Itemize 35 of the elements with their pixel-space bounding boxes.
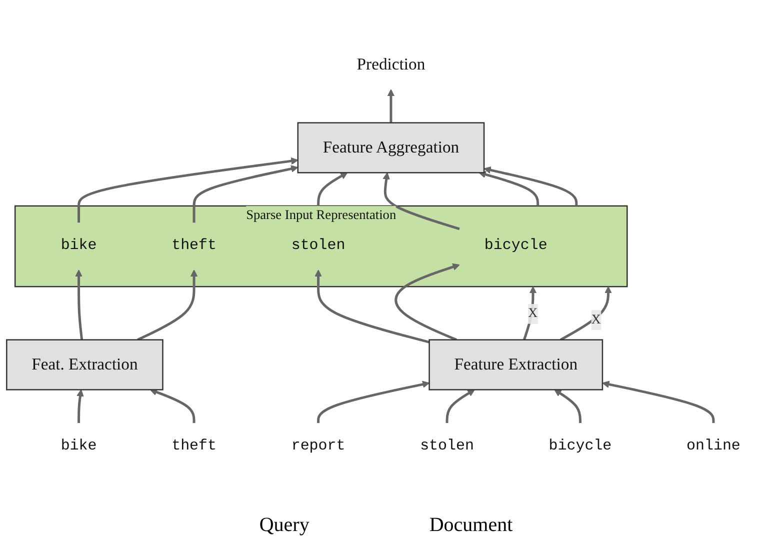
arrow <box>602 380 715 423</box>
arrow <box>478 170 540 206</box>
node-box: Feat. Extraction <box>6 339 164 390</box>
node-text: bicycle <box>548 438 612 455</box>
arrow <box>76 389 84 423</box>
arrow <box>554 389 582 423</box>
arrow <box>446 389 475 423</box>
node-box: Feature Aggregation <box>297 122 485 174</box>
node-box: Feature Extraction <box>428 339 604 390</box>
arrow <box>484 166 578 206</box>
caption-label: Document <box>429 514 513 537</box>
node-text: theft <box>172 438 216 455</box>
arrow <box>382 172 460 230</box>
arrow <box>137 270 198 341</box>
node-text: stolen <box>420 438 474 455</box>
arrow <box>75 270 84 340</box>
arrow <box>314 270 430 344</box>
node-text: Prediction <box>356 55 426 74</box>
node-text: theft <box>172 238 216 254</box>
node-text: report <box>291 438 346 455</box>
arrow <box>150 388 196 423</box>
arrow <box>78 157 298 223</box>
node-text: online <box>686 438 740 455</box>
node-text: bike <box>60 238 97 254</box>
node-text: stolen <box>291 238 346 254</box>
arrow <box>317 380 430 423</box>
node-text: bicycle <box>484 238 548 254</box>
caption-label: Query <box>259 514 310 537</box>
edge-label: X <box>528 306 538 321</box>
node-text: bike <box>60 438 97 455</box>
arrow <box>192 165 298 223</box>
arrow <box>560 286 612 341</box>
arrow <box>394 263 460 341</box>
edge-label: X <box>591 312 601 327</box>
arrow <box>387 89 395 123</box>
